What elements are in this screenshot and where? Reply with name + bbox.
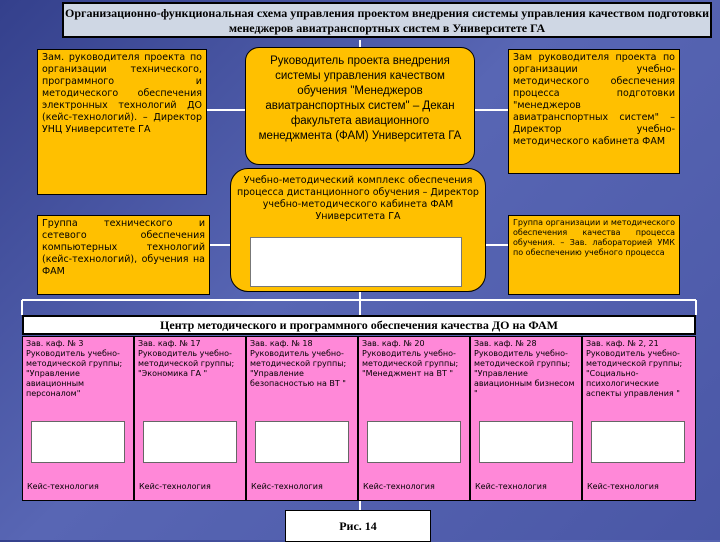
document-image [367, 421, 461, 463]
diagram-title: Организационно-функциональная схема упра… [62, 2, 712, 38]
department-text: Зав. каф. № 28 Руководитель учебно-метод… [474, 339, 574, 398]
department-card: Зав. каф. № 20 Руководитель учебно-метод… [358, 336, 470, 501]
technical-group-box: Группа технического и сетевого обеспечен… [37, 215, 210, 295]
department-card: Зав. каф. № 3 Руководитель учебно-методи… [22, 336, 134, 501]
document-image [591, 421, 685, 463]
document-image [479, 421, 573, 463]
department-text: Зав. каф. № 3 Руководитель учебно-методи… [26, 339, 122, 398]
quality-group-box: Группа организации и методического обесп… [508, 215, 680, 295]
department-text: Зав. каф. № 20 Руководитель учебно-метод… [362, 339, 458, 378]
edu-complex-document [250, 237, 462, 287]
document-image [143, 421, 237, 463]
figure-caption: Рис. 14 [285, 510, 431, 542]
case-technology-label: Кейс-технология [363, 482, 435, 492]
department-card: Зав. каф. № 2, 21 Руководитель учебно-ме… [582, 336, 696, 501]
department-card: Зав. каф. № 18 Руководитель учебно-метод… [246, 336, 358, 501]
department-text: Зав. каф. № 18 Руководитель учебно-метод… [250, 339, 346, 388]
case-technology-label: Кейс-технология [587, 482, 659, 492]
edu-complex-text: Учебно-методический комплекс обеспечения… [237, 175, 479, 222]
department-text: Зав. каф. № 2, 21 Руководитель учебно-ме… [586, 339, 682, 398]
case-technology-label: Кейс-технология [475, 482, 547, 492]
deputy-methodical-box: Зам руководителя проекта по организации … [508, 49, 680, 174]
case-technology-label: Кейс-технология [27, 482, 99, 492]
document-image [255, 421, 349, 463]
department-card: Зав. каф. № 28 Руководитель учебно-метод… [470, 336, 582, 501]
department-card: Зав. каф. № 17 Руководитель учебно-метод… [134, 336, 246, 501]
case-technology-label: Кейс-технология [139, 482, 211, 492]
case-technology-label: Кейс-технология [251, 482, 323, 492]
methodical-center-label: Центр методического и программного обесп… [22, 315, 696, 335]
deputy-technical-box: Зам. руководителя проекта по организации… [37, 49, 207, 195]
document-image [31, 421, 125, 463]
department-text: Зав. каф. № 17 Руководитель учебно-метод… [138, 339, 234, 378]
project-head-box: Руководитель проекта внедрения системы у… [245, 47, 475, 165]
